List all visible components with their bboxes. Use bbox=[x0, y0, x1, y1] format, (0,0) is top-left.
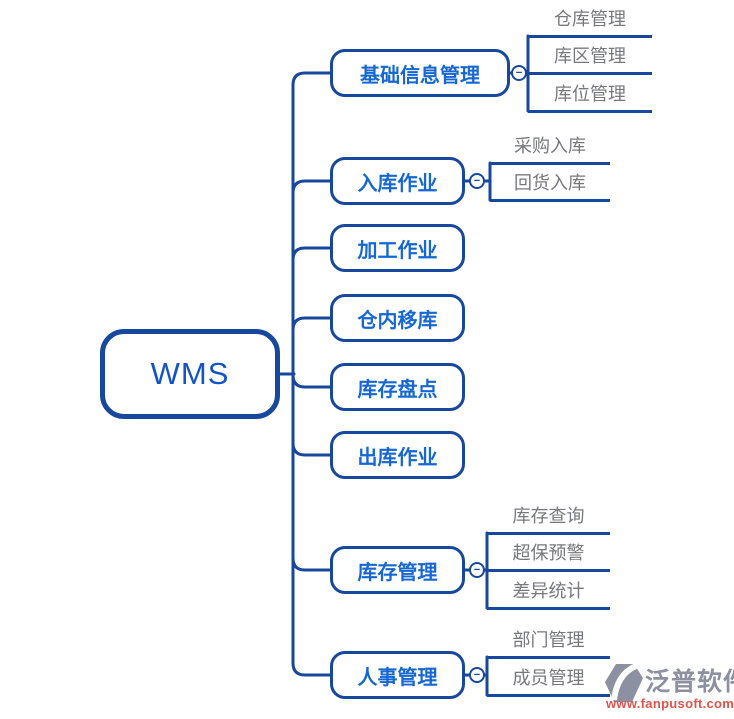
branch-label: 库存管理 bbox=[357, 561, 438, 584]
collapse-button[interactable]: − bbox=[469, 667, 485, 683]
branch-label: 入库作业 bbox=[357, 172, 438, 195]
branch-node-inbound[interactable]: 入库作业 bbox=[330, 157, 465, 205]
brand-url: www.fanpusoft.com bbox=[606, 696, 734, 711]
branch-node-transfer[interactable]: 仓内移库 bbox=[330, 294, 465, 342]
branch-node-basic-info[interactable]: 基础信息管理 bbox=[330, 49, 510, 97]
branch-label: 库存盘点 bbox=[357, 378, 438, 401]
leaf-node-member-mgmt[interactable]: 成员管理 bbox=[487, 664, 610, 697]
elbow-connector bbox=[291, 316, 332, 332]
elbow-connector bbox=[291, 373, 332, 389]
leaf-node-zone-mgmt[interactable]: 库区管理 bbox=[528, 42, 652, 75]
fanpu-logo-icon bbox=[605, 663, 643, 702]
branch-node-outbound[interactable]: 出库作业 bbox=[330, 431, 465, 479]
leaf-node-warehouse-mgmt[interactable]: 仓库管理 bbox=[528, 5, 652, 38]
root-label: WMS bbox=[150, 356, 230, 391]
branch-node-inventory[interactable]: 库存管理 bbox=[330, 546, 465, 594]
elbow-connector bbox=[291, 556, 332, 572]
root-node-wms[interactable]: WMS bbox=[100, 329, 280, 419]
leaf-node-stock-query[interactable]: 库存查询 bbox=[487, 502, 610, 535]
branch-node-stocktake[interactable]: 库存盘点 bbox=[330, 363, 465, 411]
elbow-connector bbox=[291, 179, 332, 195]
leaf-node-purchase-inbound[interactable]: 采购入库 bbox=[490, 132, 610, 165]
branch-label: 出库作业 bbox=[357, 446, 438, 469]
branch-label: 加工作业 bbox=[357, 239, 438, 262]
minus-icon: − bbox=[473, 668, 481, 681]
minus-icon: − bbox=[515, 66, 523, 79]
brand-name: 泛普软件 bbox=[645, 668, 734, 696]
leaf-node-department-mgmt[interactable]: 部门管理 bbox=[487, 626, 610, 659]
vendor-watermark: 泛普软件 www.fanpusoft.com bbox=[598, 658, 734, 716]
branch-label: 仓内移库 bbox=[357, 309, 438, 332]
branch-node-personnel[interactable]: 人事管理 bbox=[330, 651, 465, 699]
leaf-node-return-inbound[interactable]: 回货入库 bbox=[490, 169, 610, 202]
leaf-node-expiry-warning[interactable]: 超保预警 bbox=[487, 539, 610, 572]
elbow-connector bbox=[291, 246, 332, 262]
leaf-node-location-mgmt[interactable]: 库位管理 bbox=[528, 80, 652, 113]
branch-label: 基础信息管理 bbox=[360, 64, 480, 87]
collapse-button[interactable]: − bbox=[511, 65, 527, 81]
minus-icon: − bbox=[473, 174, 481, 187]
trunk-connector bbox=[291, 71, 332, 677]
leaf-node-variance-stats[interactable]: 差异统计 bbox=[487, 577, 610, 610]
collapse-button[interactable]: − bbox=[469, 562, 485, 578]
branch-node-processing[interactable]: 加工作业 bbox=[330, 224, 465, 272]
minus-icon: − bbox=[473, 563, 481, 576]
elbow-connector bbox=[291, 441, 332, 457]
branch-label: 人事管理 bbox=[357, 666, 438, 689]
collapse-button[interactable]: − bbox=[469, 173, 485, 189]
